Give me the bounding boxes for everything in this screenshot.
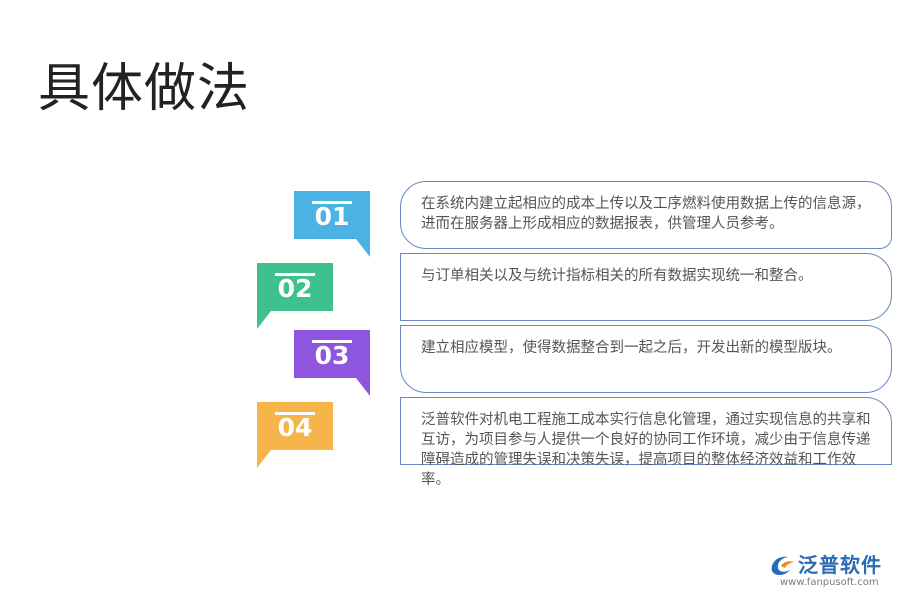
badge-flag-02	[257, 263, 333, 329]
card-text-03: 建立相应模型，使得数据整合到一起之后，开发出新的模型版块。	[421, 340, 842, 356]
badge-04: 04	[257, 402, 333, 468]
card-03: 建立相应模型，使得数据整合到一起之后，开发出新的模型版块。	[400, 325, 892, 393]
badge-number-03: 03	[314, 341, 350, 370]
badge-flag-01	[294, 191, 370, 257]
card-text-02: 与订单相关以及与统计指标相关的所有数据实现统一和整合。	[421, 268, 813, 284]
badge-03: 03	[294, 330, 370, 396]
badge-bar-01	[312, 201, 352, 204]
badge-shape-01	[294, 191, 370, 257]
logo-swirl-icon	[771, 556, 794, 576]
badge-02: 02	[257, 263, 333, 329]
logo-url: www.fanpusoft.com	[780, 577, 879, 588]
badge-shape-04	[257, 402, 333, 468]
page-title: 具体做法	[38, 59, 251, 119]
badge-01: 01	[294, 191, 370, 257]
badge-number-02: 02	[277, 274, 313, 303]
badge-shape-02	[257, 263, 333, 329]
card-04: 泛普软件对机电工程施工成本实行信息化管理，通过实现信息的共享和互访，为项目参与人…	[400, 397, 892, 488]
brand-logo: 泛普软件 www.fanpusoft.com	[768, 553, 892, 589]
badge-bar-02	[275, 273, 315, 276]
badge-number-04: 04	[277, 413, 313, 442]
badge-flag-03	[294, 330, 370, 396]
logo-name: 泛普软件	[798, 553, 882, 577]
card-text-01: 在系统内建立起相应的成本上传以及工序燃料使用数据上传的信息源，进而在服务器上形成…	[421, 196, 871, 232]
badge-bar-03	[312, 340, 352, 343]
badge-bar-04	[275, 412, 315, 415]
badge-shape-03	[294, 330, 370, 396]
card-text-04: 泛普软件对机电工程施工成本实行信息化管理，通过实现信息的共享和互访，为项目参与人…	[421, 412, 871, 488]
badge-number-01: 01	[314, 202, 350, 231]
card-02: 与订单相关以及与统计指标相关的所有数据实现统一和整合。	[400, 253, 892, 321]
card-01: 在系统内建立起相应的成本上传以及工序燃料使用数据上传的信息源，进而在服务器上形成…	[400, 181, 892, 249]
badge-flag-04	[257, 402, 333, 468]
